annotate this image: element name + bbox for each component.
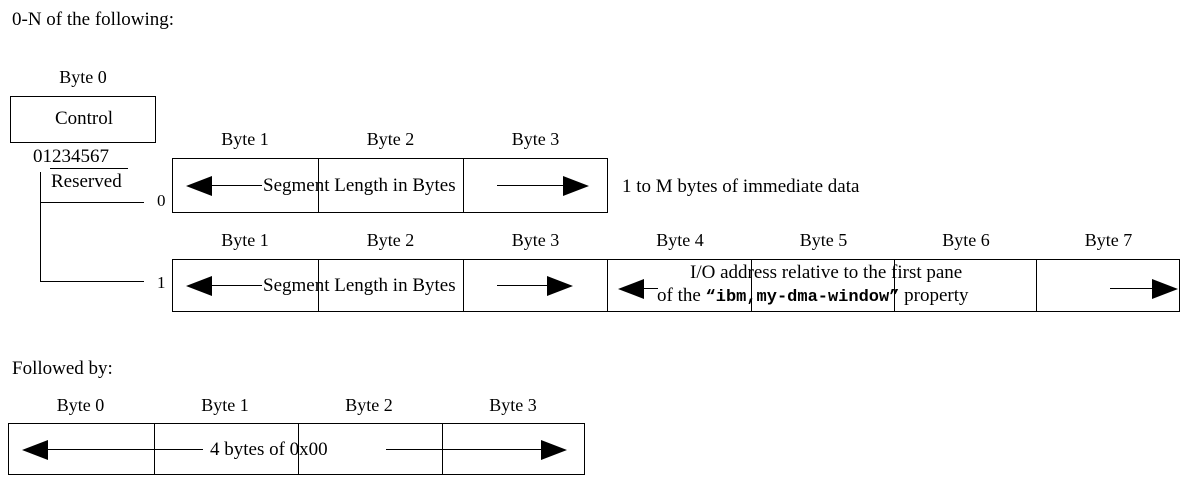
row0-cell-text: Segment Length in Bytes bbox=[263, 175, 456, 196]
row0-length-box bbox=[172, 158, 608, 213]
row1-divider-1 bbox=[318, 260, 319, 311]
row1-address-arrow-left-icon bbox=[618, 279, 644, 299]
row1-length-arrow-left-icon bbox=[186, 276, 212, 296]
row1-length-shaft-left bbox=[212, 285, 262, 286]
row1-byte-label-2: Byte 2 bbox=[366, 230, 415, 250]
trailer-byte-label-2: Byte 2 bbox=[345, 395, 393, 415]
trailer-byte-label-0: Byte 0 bbox=[56, 395, 105, 415]
row1-length-arrow-right-icon bbox=[547, 276, 573, 296]
row0-side-note: 1 to M bytes of immediate data bbox=[622, 176, 860, 197]
reserved-label: Reserved bbox=[51, 171, 122, 192]
row0-divider-2 bbox=[463, 159, 464, 212]
row1-box bbox=[172, 259, 1180, 312]
row1-divider-3 bbox=[607, 260, 608, 311]
reserved-overline bbox=[50, 168, 128, 169]
row1-address-property-name: “ibm,my-dma-window” bbox=[705, 288, 900, 307]
row1-address-shaft-right bbox=[1110, 288, 1152, 289]
trailer-arrow-right-icon bbox=[541, 440, 567, 460]
row1-length-text: Segment Length in Bytes bbox=[263, 275, 456, 296]
row0-byte-label-3: Byte 3 bbox=[511, 129, 560, 149]
row1-byte-label-3: Byte 3 bbox=[511, 230, 560, 250]
control-byte-label: Byte 0 bbox=[59, 67, 107, 87]
row1-divider-6 bbox=[1036, 260, 1037, 311]
row0-arrow-left-icon bbox=[186, 176, 212, 196]
trailer-byte-label-3: Byte 3 bbox=[489, 395, 537, 415]
trailer-byte-label-1: Byte 1 bbox=[201, 395, 249, 415]
trailer-arrow-left-icon bbox=[22, 440, 48, 460]
top-heading: 0-N of the following: bbox=[12, 9, 175, 30]
trailer-shaft-left bbox=[48, 449, 203, 450]
row0-shaft-left bbox=[212, 185, 262, 186]
bit7-leader-to-row0 bbox=[40, 202, 144, 203]
row1-byte-label-1: Byte 1 bbox=[221, 230, 269, 250]
control-byte-name: Control bbox=[54, 108, 114, 129]
row0-arrow-right-icon bbox=[563, 176, 589, 196]
trailer-cell-text: 4 bytes of 0x00 bbox=[210, 439, 328, 460]
row1-byte-label-7: Byte 7 bbox=[1084, 230, 1133, 250]
row0-divider-1 bbox=[318, 159, 319, 212]
bit7-leader-vertical bbox=[40, 172, 41, 282]
row1-length-shaft-right bbox=[497, 285, 547, 286]
trailer-divider-2 bbox=[298, 424, 299, 474]
row1-byte-label-6: Byte 6 bbox=[942, 230, 990, 250]
row0-byte-label-2: Byte 2 bbox=[366, 129, 415, 149]
bit7-leader-to-row1 bbox=[40, 281, 144, 282]
variant-row-0-index: 0 bbox=[157, 191, 166, 210]
row0-byte-label-1: Byte 1 bbox=[221, 129, 269, 149]
row1-address-line2-pre: of the bbox=[657, 285, 706, 306]
control-bit-numbers: 01234567 bbox=[33, 146, 109, 167]
row1-address-arrow-right-icon bbox=[1152, 279, 1178, 299]
row0-shaft-right bbox=[497, 185, 563, 186]
trailer-shaft-right bbox=[386, 449, 541, 450]
row1-byte-label-4: Byte 4 bbox=[656, 230, 704, 250]
row1-divider-2 bbox=[463, 260, 464, 311]
row1-address-shaft-left bbox=[644, 288, 658, 289]
control-byte-box: Control bbox=[10, 96, 156, 143]
row1-divider-5 bbox=[894, 260, 895, 311]
bottom-heading: Followed by: bbox=[12, 358, 113, 379]
row1-address-line1: I/O address relative to the first pane bbox=[690, 262, 963, 283]
variant-row-1-index: 1 bbox=[157, 273, 166, 292]
row1-divider-4 bbox=[751, 260, 752, 311]
row1-byte-label-5: Byte 5 bbox=[799, 230, 848, 250]
row1-address-line2-post: property bbox=[899, 285, 969, 306]
row1-address-line2: of the “ibm,my-dma-window” property bbox=[657, 285, 969, 308]
